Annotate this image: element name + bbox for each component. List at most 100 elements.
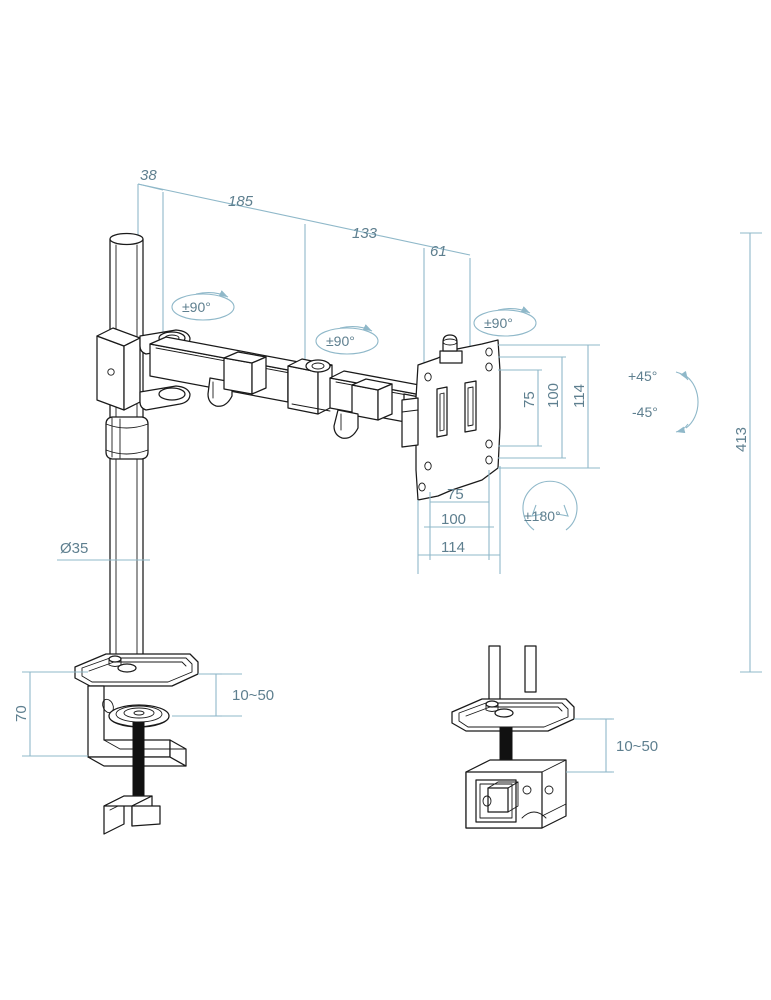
elbow-pivot-cap xyxy=(305,359,331,373)
grommet-hole-right xyxy=(544,785,554,795)
joint-left-face xyxy=(96,335,125,411)
rotation-label-vesa: ±90° xyxy=(484,315,513,331)
pole-top-cap xyxy=(109,232,144,246)
tilt-arrow-down xyxy=(675,423,689,434)
dimension-label-413: 413 xyxy=(733,427,750,452)
vertical-pole xyxy=(105,232,149,667)
desk-clamp-assembly xyxy=(74,653,199,835)
rotation-callout-elbow: ±90° xyxy=(315,324,379,355)
vesa-hole-tr-inner xyxy=(485,362,493,372)
dimension-label-38: 38 xyxy=(140,167,157,184)
tilt-label-up: +45° xyxy=(628,368,657,384)
dimension-segment-38 xyxy=(137,183,164,191)
clamp-pole-base xyxy=(117,663,137,673)
dimension-label-vesa-v-114: 114 xyxy=(571,384,588,408)
roll-arrow-left xyxy=(531,504,544,517)
cable-clip-2 xyxy=(333,409,359,439)
rotation-callout-pole: ±90° xyxy=(171,290,235,321)
vesa-slot-right xyxy=(464,380,477,433)
dimension-label-vesa-h-75: 75 xyxy=(447,486,464,503)
rotation-callout-vesa: ±90° xyxy=(473,306,537,337)
knob-head xyxy=(442,334,458,352)
knob-top xyxy=(442,338,458,346)
grommet-mount-assembly xyxy=(451,645,575,829)
vesa-slot-right-inner xyxy=(467,386,474,427)
vesa-horizontal-dimensions: 75 100 114 xyxy=(417,466,501,574)
vesa-hole-br-inner xyxy=(485,439,493,449)
dimension-label-diameter: Ø35 xyxy=(60,540,88,557)
dimension-label-vesa-h-114: 114 xyxy=(441,539,465,556)
pole-arm-joint xyxy=(96,327,191,411)
pole-collar xyxy=(105,416,149,460)
grommet-plate-boss xyxy=(485,700,499,708)
vesa-rotation-ellipse xyxy=(473,309,537,337)
roll-arrow-right xyxy=(556,504,569,517)
clamp-top-plate-bevel xyxy=(88,661,187,672)
grommet-box-edge xyxy=(541,759,567,773)
grommet-inner-screw xyxy=(482,795,492,807)
arm-elbow xyxy=(287,358,333,415)
overall-height-dimension: 413 xyxy=(733,232,762,673)
elbow-bottom-edge xyxy=(291,403,331,412)
tilt-callout: +45° -45° xyxy=(628,368,699,434)
top-dimension-chain: 38 185 133 61 xyxy=(137,167,471,420)
grommet-box-scallop xyxy=(521,811,547,819)
rotation-label-roll: ±180° xyxy=(524,508,561,524)
pole-rotation-ellipse xyxy=(171,293,235,321)
dimension-label-185: 185 xyxy=(228,193,254,210)
vesa-hole-bl xyxy=(424,461,432,471)
vesa-vertical-dimensions: 75 100 114 xyxy=(498,344,600,469)
vesa-slot-left-inner xyxy=(439,392,445,432)
clamp-top-plate xyxy=(74,653,199,687)
vesa-arm-tab xyxy=(401,397,419,448)
dimension-label-thickness-left: 10~50 xyxy=(232,687,274,704)
vesa-slot-left xyxy=(436,386,448,438)
vesa-plate xyxy=(401,334,501,501)
joint-bolt xyxy=(107,368,115,376)
grommet-top-plate xyxy=(451,698,575,732)
clamp-knob-ring-2 xyxy=(123,707,155,719)
desk-thickness-dimension-right: 10~50 xyxy=(566,718,658,773)
grommet-pole-right xyxy=(524,645,537,693)
dimension-label-thickness-right: 10~50 xyxy=(616,738,658,755)
clamp-knob-center xyxy=(133,710,145,716)
dimension-baseline-top xyxy=(137,183,471,256)
horizontal-arm xyxy=(149,336,431,439)
grommet-hole-left xyxy=(522,785,532,795)
grommet-top-plate-bevel xyxy=(465,706,563,717)
vesa-rotation-arrow xyxy=(497,306,531,314)
elbow-pivot-pin xyxy=(311,362,325,370)
vesa-arm-tab-line xyxy=(401,409,419,413)
dimension-label-vesa-v-100: 100 xyxy=(545,383,562,408)
grommet-pole-left xyxy=(488,645,501,701)
vesa-hole-bl-outer xyxy=(418,482,426,492)
clamp-foot-front xyxy=(131,805,161,827)
grommet-box-bottom-edge xyxy=(541,803,567,817)
grommet-inner-tab-side xyxy=(507,781,519,813)
clamp-top-plate-inner xyxy=(81,657,193,683)
clamp-c-inner-edge xyxy=(103,739,187,750)
vesa-hole-tr-outer xyxy=(485,347,493,357)
dimension-label-vesa-h-100: 100 xyxy=(441,511,466,528)
vesa-plate-body xyxy=(415,339,501,501)
desk-thickness-dimension-left: 10~50 xyxy=(172,673,274,717)
dimension-label-70: 70 xyxy=(13,705,30,722)
elbow-rotation-arrow xyxy=(339,324,373,332)
knob-base xyxy=(439,350,463,364)
arm-mid-collar xyxy=(223,357,253,395)
tilt-label-down: -45° xyxy=(632,404,658,420)
grommet-top-plate-inner xyxy=(458,702,569,728)
grommet-pole-base xyxy=(494,708,514,718)
clamp-foot-detail xyxy=(109,805,119,811)
vesa-quick-release-knob xyxy=(439,334,463,364)
clamp-plate-boss xyxy=(108,655,122,663)
elbow-left-face xyxy=(287,365,319,415)
grommet-box-cutout-inner xyxy=(479,783,513,819)
pole-rotation-arrow xyxy=(195,290,229,298)
dimension-label-61: 61 xyxy=(430,243,447,260)
rotation-label-pole: ±90° xyxy=(182,299,211,315)
collar-bottom-edge xyxy=(105,449,149,455)
pole-diameter-dimension: Ø35 xyxy=(57,540,150,561)
